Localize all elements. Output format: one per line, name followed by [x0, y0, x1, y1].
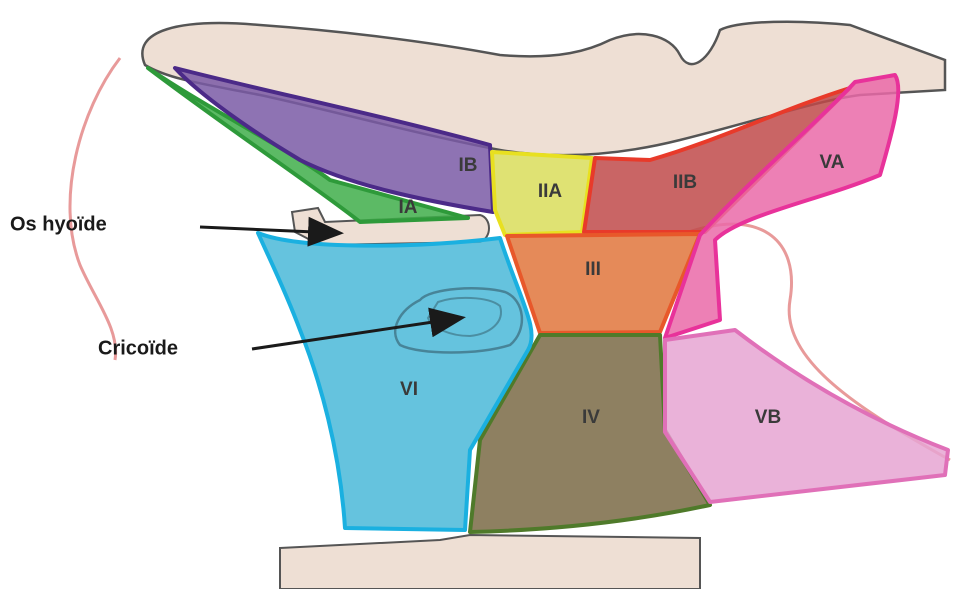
zone-label-iia: IIA — [538, 181, 563, 202]
callout-cricoid-label: Cricoïde — [98, 337, 178, 359]
zone-label-iii: III — [585, 259, 601, 280]
zone-label-iib: IIB — [673, 172, 697, 193]
skin-outline-left — [70, 58, 120, 360]
zone-label-iv: IV — [582, 407, 600, 428]
zone-label-va: VA — [820, 152, 845, 173]
zone-label-vb: VB — [755, 407, 781, 428]
zone-label-ib: IB — [459, 155, 478, 176]
lower-bone-fragment — [280, 535, 700, 589]
callout-hyoid-label: Os hyoïde — [10, 213, 107, 235]
zone-label-ia: IA — [399, 197, 418, 218]
zone-label-vi: VI — [400, 379, 418, 400]
